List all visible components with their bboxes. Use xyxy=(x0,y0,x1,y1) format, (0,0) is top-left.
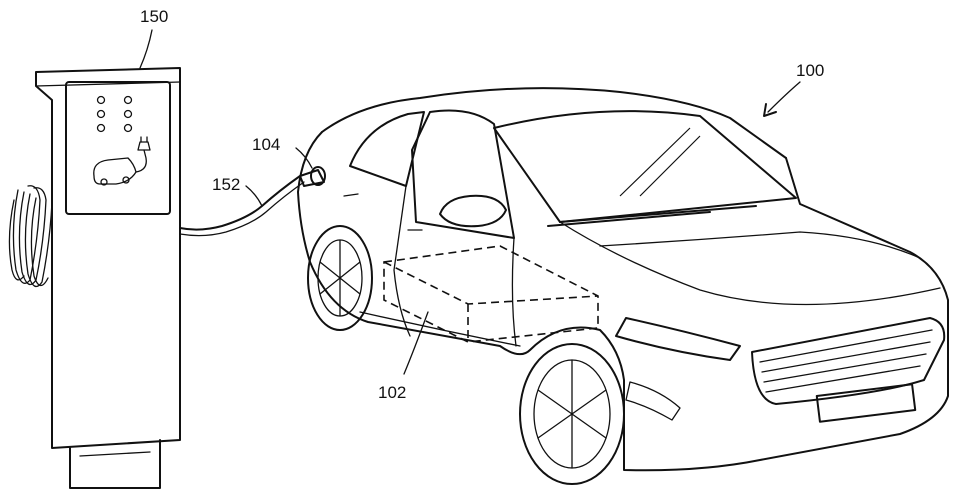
charger-base-edge xyxy=(79,451,151,457)
rear-door-handle xyxy=(343,193,359,197)
charging-cable xyxy=(179,175,301,231)
hood-line xyxy=(559,221,941,306)
arrow-100-head xyxy=(763,103,777,117)
charging-station xyxy=(8,67,181,489)
label-cable: 152 xyxy=(212,175,240,194)
label-vehicle: 100 xyxy=(796,61,824,80)
rear-rim-spokes xyxy=(319,239,361,317)
rocker-line xyxy=(359,311,521,347)
door-seam-front xyxy=(511,237,517,347)
front-side-window xyxy=(411,109,515,239)
wipers xyxy=(547,205,757,227)
windshield-reflection xyxy=(619,127,701,197)
vehicle xyxy=(297,87,949,485)
charger-cabinet xyxy=(35,67,181,449)
side-mirror xyxy=(439,194,507,228)
coiled-cable xyxy=(8,185,53,288)
leader-102 xyxy=(403,311,429,375)
ev-plug-icon xyxy=(93,136,151,186)
leader-152 xyxy=(245,185,263,207)
front-grille xyxy=(751,317,946,405)
headlight xyxy=(615,317,741,361)
door-seam-rear xyxy=(393,185,411,337)
charger-base xyxy=(69,439,161,489)
front-rim-spokes xyxy=(537,359,607,469)
leader-150 xyxy=(139,29,153,69)
vehicle-roof xyxy=(321,87,787,159)
charging-cable-inner xyxy=(179,181,305,237)
vehicle-windshield xyxy=(493,110,797,223)
leader-104 xyxy=(295,147,313,169)
battery-pack xyxy=(383,245,599,343)
license-plate xyxy=(815,383,917,423)
front-wheel xyxy=(519,343,625,485)
label-charging-port: 104 xyxy=(252,135,280,154)
rear-side-window xyxy=(349,111,425,187)
grille-slats xyxy=(759,329,933,393)
label-charger: 150 xyxy=(140,7,168,26)
leader-100 xyxy=(767,81,801,113)
indicator-lights xyxy=(96,95,133,133)
label-battery: 102 xyxy=(378,383,406,402)
vehicle-body xyxy=(297,131,949,472)
hood-crease xyxy=(599,231,921,259)
fog-light xyxy=(625,381,681,421)
charger-cabinet-top xyxy=(35,71,181,87)
rear-wheel xyxy=(307,225,373,331)
charging-port xyxy=(310,166,326,186)
charger-display-panel xyxy=(65,81,171,215)
